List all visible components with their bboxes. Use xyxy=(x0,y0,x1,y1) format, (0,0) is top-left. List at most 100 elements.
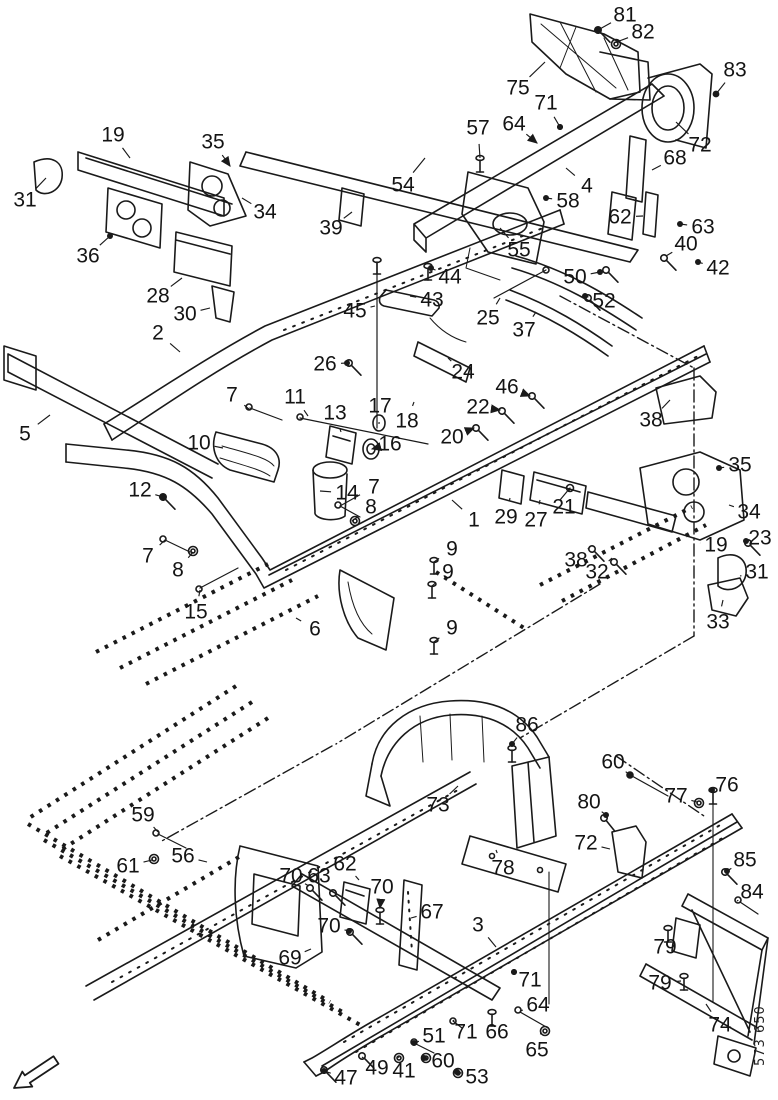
callout-label: 72 xyxy=(574,831,598,855)
callout-label: 11 xyxy=(284,385,306,409)
callout-label: 8 xyxy=(172,558,184,582)
callout-label: 35 xyxy=(201,130,225,154)
callout-label: 18 xyxy=(395,409,419,433)
callout-label: 1 xyxy=(468,508,480,532)
callout-label: 64 xyxy=(526,993,550,1017)
callout-label: 24 xyxy=(451,360,475,384)
callout-label: 31 xyxy=(13,188,37,212)
callout-label: 32 xyxy=(585,560,609,584)
callout-label: 21 xyxy=(552,495,576,519)
callout-label: 47 xyxy=(334,1066,358,1090)
callout-label: 57 xyxy=(466,116,490,140)
callout-label: 37 xyxy=(512,318,536,342)
callout-label: 73 xyxy=(426,793,450,817)
callout-label: 63 xyxy=(307,864,331,888)
callout-label: 80 xyxy=(577,790,601,814)
callout-label: 22 xyxy=(466,395,490,419)
callout-label: 23 xyxy=(748,526,772,550)
callout-label: 69 xyxy=(278,946,302,970)
callout-label: 84 xyxy=(740,880,764,904)
callout-label: 60 xyxy=(431,1049,455,1073)
callout-label: 38 xyxy=(639,408,663,432)
callout-label: 44 xyxy=(438,265,462,289)
callout-label: 19 xyxy=(704,533,728,557)
callout-label: 43 xyxy=(420,288,444,312)
callout-label: 26 xyxy=(313,352,337,376)
rivet-bands xyxy=(24,505,707,1028)
callout-label: 8 xyxy=(365,495,377,519)
callout-label: 7 xyxy=(226,383,238,407)
callout-label: 7 xyxy=(368,475,380,499)
callout-label: 14 xyxy=(335,481,359,505)
callout-label: 17 xyxy=(368,394,392,418)
callout-label: 82 xyxy=(631,20,655,44)
callout-label: 76 xyxy=(715,773,739,797)
callout-label: 40 xyxy=(674,232,698,256)
callout-label: 54 xyxy=(391,173,415,197)
callout-label: 5 xyxy=(19,422,31,446)
callout-label: 79 xyxy=(648,971,672,995)
callout-label: 51 xyxy=(422,1024,446,1048)
callout-label: 41 xyxy=(392,1059,416,1083)
callout-label: 72 xyxy=(688,133,712,157)
callout-label: 13 xyxy=(323,401,347,425)
callout-label: 58 xyxy=(556,189,580,213)
callout-label: 61 xyxy=(116,854,140,878)
callout-label: 70 xyxy=(370,875,394,899)
callout-label: 62 xyxy=(608,205,632,229)
callout-label: 53 xyxy=(465,1065,489,1089)
callout-label: 3 xyxy=(472,913,484,937)
upper-frame-assembly xyxy=(3,13,765,655)
callout-label: 20 xyxy=(440,425,464,449)
callout-label: 27 xyxy=(524,508,548,532)
callout-label: 4 xyxy=(581,174,593,198)
callout-label: 45 xyxy=(343,299,367,323)
callout-label: 55 xyxy=(507,238,531,262)
callout-label: 49 xyxy=(365,1056,389,1080)
callout-label: 28 xyxy=(146,284,170,308)
callout-label: 50 xyxy=(563,265,587,289)
callout-label: 30 xyxy=(173,302,197,326)
callout-label: 7 xyxy=(142,544,154,568)
callout-label: 42 xyxy=(706,256,730,280)
callout-label: 70 xyxy=(279,864,303,888)
callout-label: 60 xyxy=(601,750,625,774)
callout-label: 68 xyxy=(663,146,687,170)
callout-label: 35 xyxy=(728,453,752,477)
callout-label: 78 xyxy=(491,856,515,880)
callout-label: 25 xyxy=(476,306,500,330)
callout-label: 85 xyxy=(733,848,757,872)
callout-label: 31 xyxy=(745,560,769,584)
callout-label: 77 xyxy=(664,784,688,808)
callout-label: 86 xyxy=(515,713,539,737)
callout-label: 9 xyxy=(446,537,458,561)
callout-label: 6 xyxy=(309,617,321,641)
callout-label: 10 xyxy=(187,431,211,455)
callout-label: 33 xyxy=(706,610,730,634)
callout-label: 71 xyxy=(534,91,558,115)
direction-arrow-icon xyxy=(13,1055,60,1089)
callout-label: 29 xyxy=(494,505,518,529)
callout-label: 81 xyxy=(613,3,637,27)
callout-label: 52 xyxy=(592,289,616,313)
callout-label: 19 xyxy=(101,123,125,147)
callout-label: 38 xyxy=(564,548,588,572)
lower-frame-assembly xyxy=(85,699,769,1083)
callout-label: 74 xyxy=(708,1013,732,1037)
callout-label: 34 xyxy=(253,200,277,224)
projection-lines xyxy=(159,295,705,843)
callout-label: 70 xyxy=(317,914,341,938)
callout-label: 46 xyxy=(495,375,519,399)
callout-label: 2 xyxy=(152,321,164,345)
callout-label: 9 xyxy=(446,616,458,640)
callout-label: 66 xyxy=(485,1020,509,1044)
callout-label: 67 xyxy=(420,900,444,924)
callout-label: 15 xyxy=(184,600,208,624)
callout-label: 62 xyxy=(333,852,357,876)
callout-label: 9 xyxy=(442,560,454,584)
callout-label: 64 xyxy=(502,112,526,136)
